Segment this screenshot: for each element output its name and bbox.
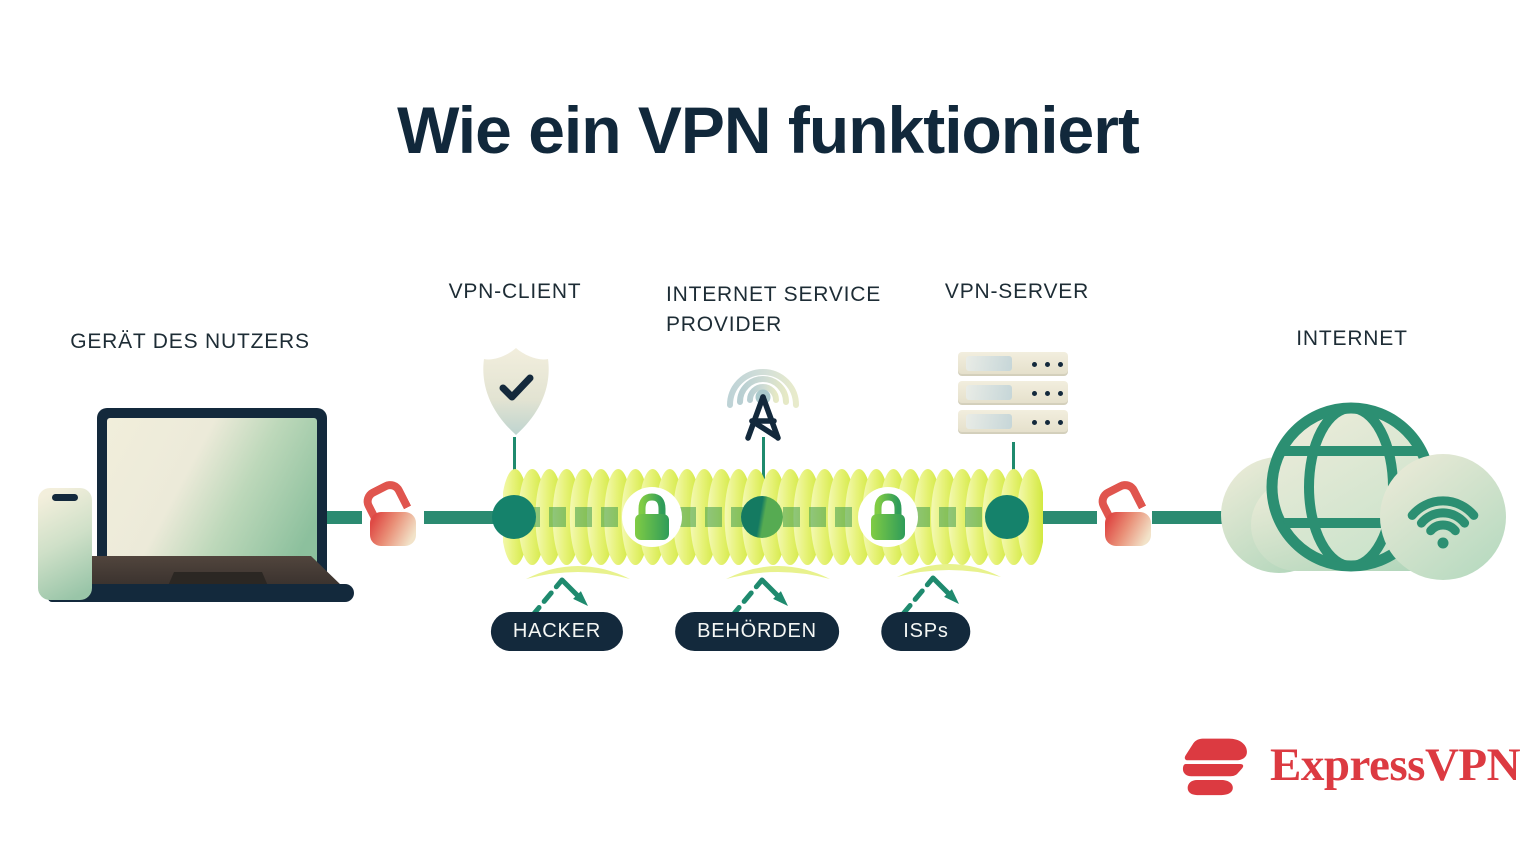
server-led: [1045, 391, 1050, 396]
server-unit: [958, 410, 1068, 434]
open-padlock-icon-right: [1093, 476, 1155, 546]
server-unit: [958, 352, 1068, 376]
server-led: [1032, 391, 1037, 396]
node-isp: [741, 496, 783, 538]
server-slot: [966, 414, 1012, 429]
server-led: [1045, 420, 1050, 425]
server-led: [1032, 362, 1037, 367]
tower-frame: [745, 394, 781, 441]
brand-wordmark: ExpressVPN: [1270, 739, 1521, 791]
smartphone-icon: [38, 488, 92, 600]
server-unit: [958, 381, 1068, 405]
label-internet: INTERNET: [1296, 327, 1408, 350]
label-vpn-client: VPN-CLIENT: [448, 280, 582, 303]
radio-tower-icon: [727, 369, 799, 441]
server-led: [1058, 362, 1063, 367]
smartphone-notch: [52, 494, 78, 501]
server-led: [1058, 391, 1063, 396]
deflected-arrow-icon: [529, 577, 588, 619]
node-vpn-client: [492, 495, 536, 539]
padlock-body: [1105, 512, 1151, 546]
server-led: [1045, 362, 1050, 367]
threat-badge-hacker: HACKER: [490, 612, 624, 651]
server-stack-icon: [958, 352, 1068, 439]
expressvpn-icon: [1182, 738, 1247, 796]
label-isp: INTERNET SERVICE PROVIDER: [666, 283, 882, 336]
server-led: [1032, 420, 1037, 425]
server-slot: [966, 356, 1012, 371]
connector-isp: [762, 437, 765, 511]
laptop-base: [48, 584, 354, 602]
deflect-arc: [526, 566, 630, 579]
tunnel-lock-icon-2: [858, 487, 918, 547]
laptop-touchpad: [168, 572, 268, 586]
internet-cloud-icon: [1221, 402, 1506, 580]
threat-badge-isps: ISPs: [881, 612, 971, 651]
deflected-arrow-icon: [900, 575, 959, 617]
brand-logo: ExpressVPN: [1172, 733, 1521, 797]
deflect-arc: [897, 564, 1001, 577]
node-vpn-server: [985, 495, 1029, 539]
deflected-arrow-icon: [729, 577, 788, 619]
threat-badge-behoerden: BEHÖRDEN: [675, 612, 839, 651]
deflect-arc: [726, 566, 830, 579]
page-title: Wie ein VPN funktioniert: [397, 93, 1140, 167]
shield-check-icon: [483, 348, 549, 435]
tunnel-lock-icon-1: [622, 487, 682, 547]
wifi-icon: [1407, 496, 1479, 549]
label-vpn-server: VPN-SERVER: [944, 280, 1090, 303]
line-lock-to-client-node: [424, 511, 504, 524]
open-padlock-icon-left: [358, 476, 420, 546]
server-led: [1058, 420, 1063, 425]
check-icon: [499, 374, 534, 401]
padlock-body: [370, 512, 416, 546]
server-slot: [966, 385, 1012, 400]
